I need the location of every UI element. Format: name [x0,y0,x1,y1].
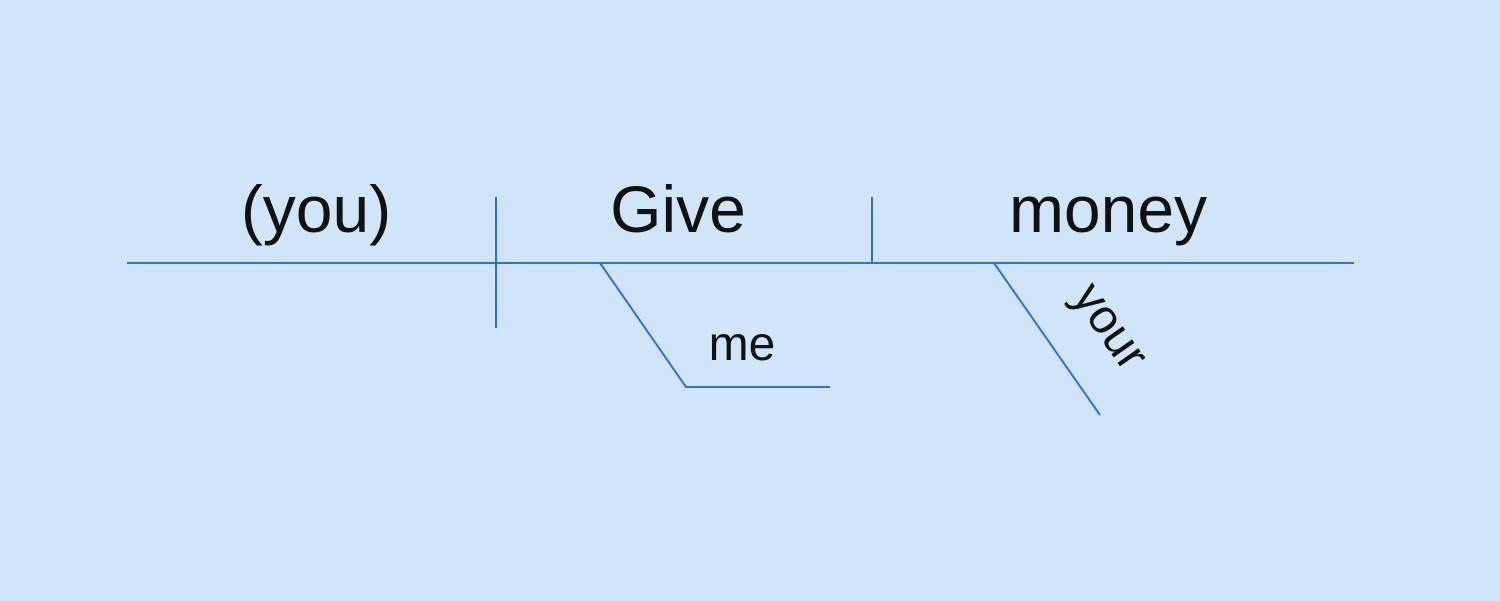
indirect-object-line [599,262,830,388]
modifier-slant-line [993,262,1101,416]
modifier-word: your [1062,273,1159,380]
verb-word: Give [610,172,746,246]
indirect-object-word: me [709,318,776,371]
direct-object-word: money [1009,172,1207,246]
subject-word: (you) [241,172,391,246]
